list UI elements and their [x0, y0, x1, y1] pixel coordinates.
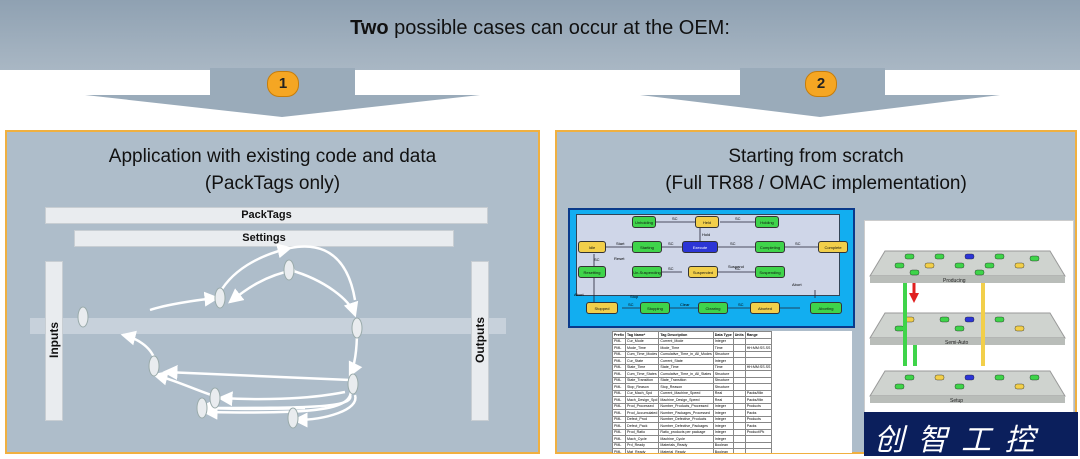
svg-text:Stop: Stop [630, 294, 639, 299]
table-cell [744, 448, 773, 453]
case-1-title: Application with existing code and data … [108, 146, 437, 194]
svg-text:Abort: Abort [792, 282, 802, 287]
flow-node [287, 407, 299, 429]
state-un-suspending: Un-Suspending [632, 266, 662, 278]
level-label-setup: Setup [950, 398, 963, 404]
settings-bar: Settings [74, 230, 454, 247]
level-label-producing: Producing [943, 278, 966, 284]
program-flow-diagram [77, 243, 363, 429]
table-cell: Material_Ready [658, 448, 714, 453]
flow-path [217, 390, 346, 407]
case-2-badge: 2 [805, 71, 837, 97]
flow-node [148, 355, 160, 377]
header-banner [0, 0, 1080, 70]
state-completing: Completing [755, 241, 785, 253]
flow-path [202, 394, 352, 416]
svg-text:SC: SC [735, 266, 741, 271]
state-stopping: Stopping [640, 302, 670, 314]
flow-node [209, 387, 221, 409]
svg-text:SC: SC [668, 266, 674, 271]
svg-text:Start: Start [616, 241, 625, 246]
flow-path [289, 268, 359, 318]
level-setup [869, 370, 1066, 403]
svg-text:SC: SC [795, 241, 801, 246]
level-producing [869, 250, 1066, 283]
flow-node [283, 259, 295, 281]
flow-path [120, 330, 157, 361]
flow-node [196, 397, 208, 419]
svg-text:SC: SC [738, 302, 744, 307]
table-cell: Mat_Ready [624, 448, 660, 453]
flow-path [289, 245, 357, 301]
svg-text:SC: SC [628, 302, 634, 307]
state-held: Held [695, 216, 719, 228]
svg-text:SC: SC [594, 257, 600, 262]
svg-text:SC: SC [672, 216, 678, 221]
svg-text:Abort: Abort [574, 292, 584, 297]
state-resetting: Resetting [578, 266, 606, 278]
mode-levels-diagram: Producing Semi-Auto Setup [864, 220, 1074, 415]
state-model-diagram: SC SC SC Start SC SC SC Hold Reset Un-Su… [568, 208, 855, 328]
mode-levels-graphic: Producing Semi-Auto Setup [869, 250, 1066, 404]
level-label-semi-auto: Semi-Auto [945, 340, 969, 346]
state-aborting: Aborting [810, 302, 842, 314]
state-aborted: Aborted [750, 302, 780, 314]
level-semi-auto [869, 312, 1066, 345]
state-complete: Complete [818, 241, 848, 253]
state-stopped: Stopped [586, 302, 618, 314]
state-unholding: Unholding [632, 216, 656, 228]
svg-text:SC: SC [735, 216, 741, 221]
table-cell [732, 448, 746, 453]
svg-text:SC: SC [730, 241, 736, 246]
svg-text:Clear: Clear [680, 302, 690, 307]
outputs-bar [471, 261, 489, 421]
table-cell: PML [612, 448, 626, 453]
flow-node [77, 306, 89, 328]
state-clearing: Clearing [698, 302, 728, 314]
watermark-logo: 创 智 工 控 [864, 412, 1078, 458]
state-suspended: Suspended [688, 266, 718, 278]
svg-text:Suspend: Suspend [728, 264, 744, 269]
case-arrows [85, 68, 1000, 117]
active-state-marker [909, 293, 919, 303]
case-2-title: Starting from scratch (Full TR88 / OMAC … [665, 146, 967, 194]
state-holding: Holding [755, 216, 779, 228]
scan-band [30, 318, 506, 334]
svg-text:SC: SC [668, 241, 674, 246]
case-1-badge: 1 [267, 71, 299, 97]
logo-text: 创 智 工 控 [874, 423, 1037, 458]
table-cell: Boolean [712, 448, 734, 453]
svg-text:Reset: Reset [614, 256, 625, 261]
flow-node [347, 373, 359, 395]
state-execute: Execute [682, 241, 718, 253]
state-idle: Idle [578, 241, 606, 253]
packtags-bar: PackTags [45, 207, 488, 224]
svg-text:Hold: Hold [702, 232, 710, 237]
flow-node [214, 287, 226, 309]
flow-node [351, 317, 363, 339]
flow-path [149, 291, 220, 312]
state-suspending: Suspending [755, 266, 785, 278]
inputs-bar [45, 261, 63, 421]
state-starting: Starting [632, 241, 662, 253]
banner-title: Two possible cases can occur at the OEM: [350, 17, 730, 39]
flow-path [292, 394, 357, 428]
flow-path [162, 365, 351, 382]
